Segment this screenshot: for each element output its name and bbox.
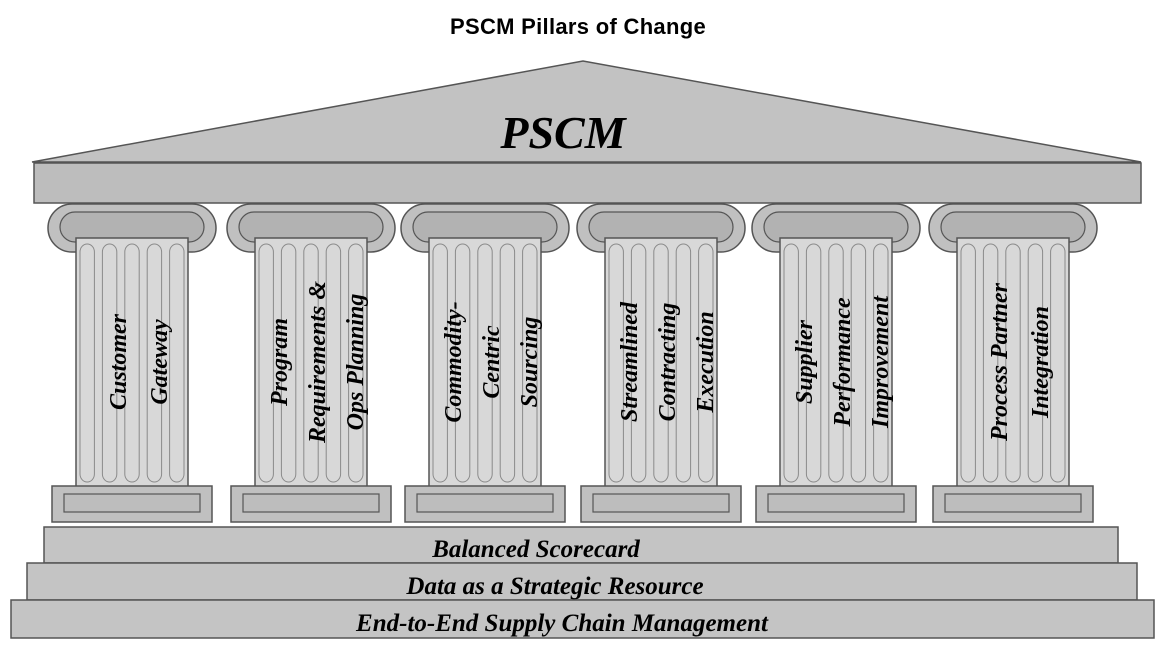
pillar-flute [1027, 243, 1044, 483]
pillar-label-line: Program [267, 318, 293, 407]
pillar-4: Streamlined Contracting Execution [576, 203, 746, 523]
pillars-group: Customer Gateway Program Requirements & Ops … [47, 203, 1098, 523]
pillar-flute [258, 243, 274, 483]
pillar-flute [124, 243, 140, 483]
pillar-label-line: Performance [830, 297, 856, 428]
pillar-flute [982, 243, 999, 483]
pillar-flute [698, 243, 714, 483]
steps-group: Balanced Scorecard Data as a Strategic R… [10, 526, 1155, 639]
pediment [31, 60, 1142, 163]
pillar-2: Program Requirements & Ops Planning [226, 203, 396, 523]
pillar-flute [499, 243, 516, 483]
pillar-flute [280, 243, 297, 483]
pillar-base-inset [242, 493, 380, 513]
pillar-flute [522, 243, 538, 483]
pillar-flute [608, 243, 624, 483]
pillar-flute [169, 243, 185, 483]
pillar-base-inset [63, 493, 201, 513]
pillar-flute [828, 243, 844, 483]
step-2-block [26, 562, 1138, 601]
pillar-label-line: Execution [693, 311, 719, 413]
pillar-flute [850, 243, 867, 483]
step-2-label: Data as a Strategic Resource [405, 573, 703, 600]
pillar-5: Supplier Performance Improvement [751, 203, 921, 523]
diagram-title: PSCM Pillars of Change [450, 14, 706, 39]
pillar-6: Process Partner Integration [928, 203, 1098, 523]
pillar-label-line: Sourcing [517, 317, 543, 408]
pillar-label-line: Integration [1028, 306, 1054, 419]
pillar-flute [653, 243, 669, 483]
step-1-label: Balanced Scorecard [431, 536, 640, 563]
entablature-beam [33, 162, 1142, 204]
pillar-flute [675, 243, 692, 483]
pillar-flute [477, 243, 493, 483]
pillar-base-inset [592, 493, 730, 513]
pillar-label-line: Requirements & [305, 281, 331, 444]
pillar-label-line: Supplier [792, 319, 818, 404]
pillar-flute [79, 243, 95, 483]
pillar-flute [873, 243, 889, 483]
pillar-1: Customer Gateway [47, 203, 217, 523]
pillar-flute [454, 243, 471, 483]
pillar-flute [101, 243, 118, 483]
pillar-label-line: Gateway [147, 319, 173, 405]
pediment-label: PSCM [499, 107, 627, 158]
pillar-label-line: Process Partner [987, 282, 1013, 442]
pillar-label-line: Customer [106, 313, 132, 410]
pillar-flute [960, 243, 976, 483]
pillar-flute [630, 243, 647, 483]
pillar-3: Commodity- Centric Sourcing [400, 203, 570, 523]
pillar-label-line: Improvement [868, 295, 894, 429]
pillar-label-line: Contracting [655, 303, 681, 422]
pillar-base-inset [416, 493, 554, 513]
pillar-flute [1050, 243, 1066, 483]
pillar-flute [1005, 243, 1021, 483]
step-3-label: End-to-End Supply Chain Management [355, 610, 769, 637]
pillar-base-inset [767, 493, 905, 513]
step-1-block [43, 526, 1119, 564]
pillar-flute [783, 243, 799, 483]
pillar-base-inset [944, 493, 1082, 513]
pillar-flute [432, 243, 448, 483]
pillar-flute [325, 243, 342, 483]
pillar-label-line: Commodity- [441, 301, 467, 422]
pillar-label-line: Ops Planning [343, 294, 369, 431]
pillar-flute [146, 243, 163, 483]
pillar-label-line: Centric [479, 325, 505, 399]
pillar-flute [348, 243, 364, 483]
pillar-flute [303, 243, 319, 483]
step-3-block [10, 599, 1155, 639]
pillar-flute [805, 243, 822, 483]
pillar-label-line: Streamlined [617, 301, 643, 422]
